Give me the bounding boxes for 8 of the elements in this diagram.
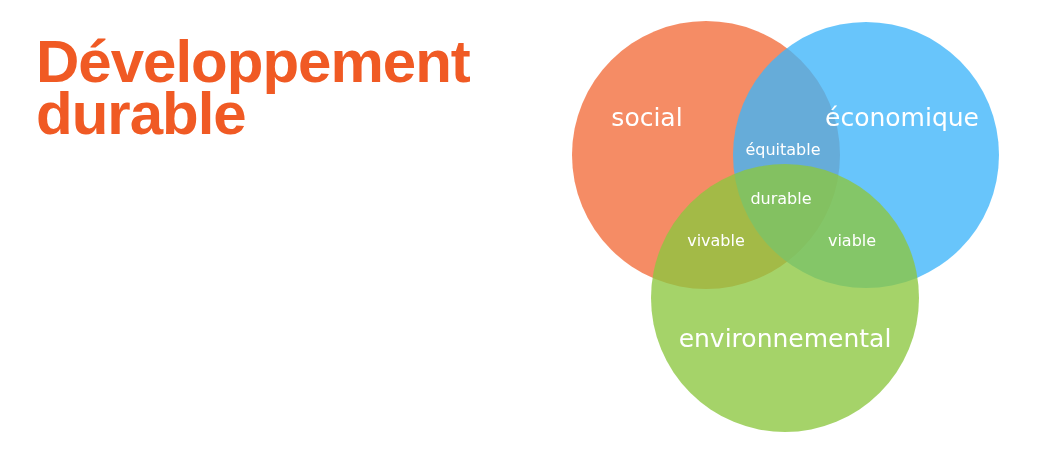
title: Développement durable xyxy=(36,36,471,140)
overlap-label: viable xyxy=(827,230,877,250)
overlap-label: équitable xyxy=(745,139,821,159)
overlap-label: vivable xyxy=(687,230,745,250)
set-label: social xyxy=(611,102,683,132)
overlap-label: durable xyxy=(750,188,812,208)
set-label: économique xyxy=(825,102,979,132)
set-label: environnemental xyxy=(678,323,892,353)
